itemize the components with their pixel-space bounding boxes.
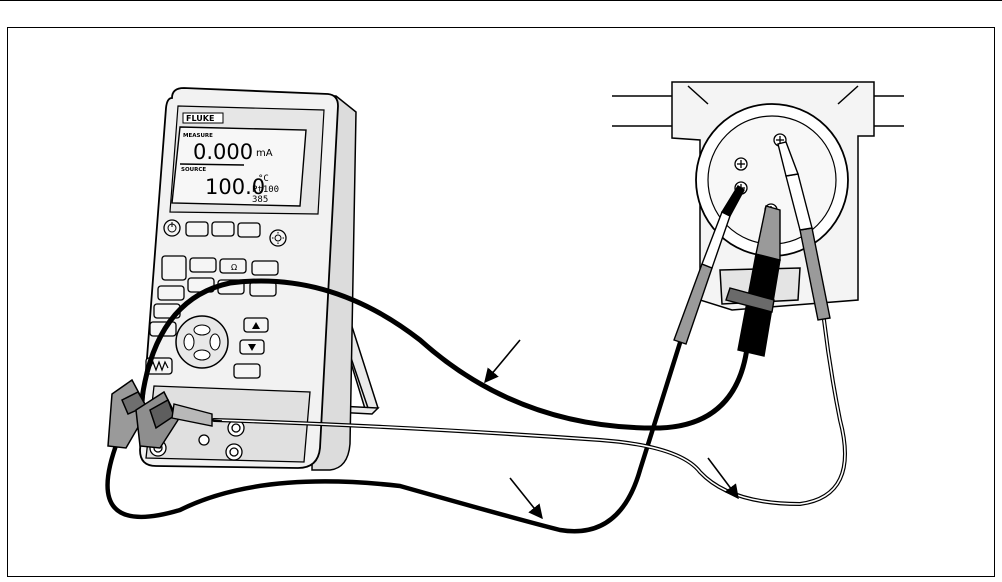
arrow-icon xyxy=(485,340,520,382)
softkey-1[interactable] xyxy=(186,222,208,236)
arrow-icon xyxy=(510,478,542,518)
brand-logo: FLUKE xyxy=(186,114,214,123)
key-f7[interactable] xyxy=(158,286,184,300)
callout-arrows xyxy=(485,340,738,518)
measure-label: MEASURE xyxy=(183,133,213,139)
jack-4 xyxy=(199,435,209,445)
arrow-icon xyxy=(708,458,738,498)
measure-unit: mA xyxy=(256,148,273,159)
measure-value: 0.000 xyxy=(193,140,253,164)
key-f3[interactable] xyxy=(252,261,278,275)
softkey-3[interactable] xyxy=(238,223,260,237)
key-f1[interactable] xyxy=(190,258,216,272)
source-label: SOURCE xyxy=(181,167,206,173)
source-alpha: 385 xyxy=(252,195,268,205)
navigation-pad[interactable] xyxy=(176,316,228,368)
softkey-2[interactable] xyxy=(212,222,234,236)
source-sensor: Pt100 xyxy=(252,185,279,195)
ohm-symbol-icon: Ω xyxy=(231,263,237,272)
source-unit: °C xyxy=(258,174,269,184)
key-enter[interactable] xyxy=(234,364,260,378)
lcd-divider xyxy=(180,164,244,165)
key-f6[interactable] xyxy=(250,282,276,296)
key-measure[interactable] xyxy=(162,256,186,280)
